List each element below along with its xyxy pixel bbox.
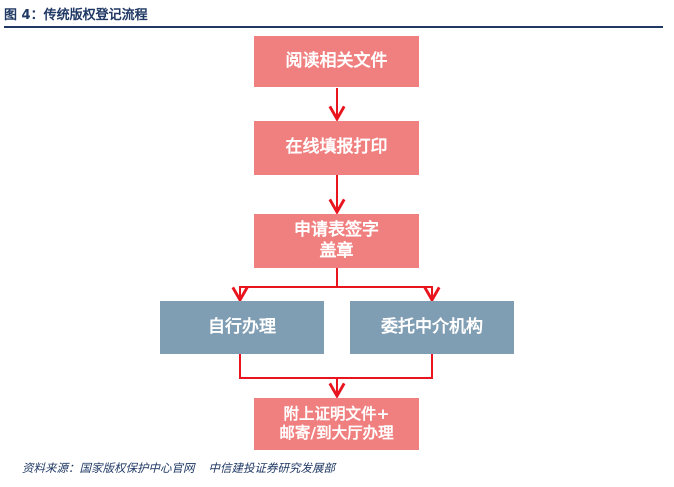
branch-self-handle-label: 自行办理 [208,316,276,337]
step-fill-online: 在线填报打印 [254,121,419,175]
branch-self-handle: 自行办理 [160,301,324,354]
step-sign-and-seal-label-line1: 申请表签字 [294,219,379,240]
figure-title: 图 4：传统版权登记流程 [4,8,148,23]
step-fill-online-label: 在线填报打印 [285,137,388,158]
branch-split-line-right [337,286,441,303]
step-submit-documents: 附上证明文件+ 邮寄/到大厅办理 [254,398,419,450]
branch-split-line [231,268,338,303]
step-read-documents-label: 阅读相关文件 [285,50,388,71]
branch-merge-line [239,354,433,379]
branch-agency-label: 委托中介机构 [381,316,483,337]
step-sign-and-seal: 申请表签字 盖章 [254,214,419,268]
step-read-documents: 阅读相关文件 [254,36,419,87]
source-note: 资料来源：国家版权保护中心官网中信建投证券研究发展部 [22,460,335,476]
step-submit-documents-label-line2: 邮寄/到大厅办理 [279,424,394,442]
step-sign-and-seal-label-line2: 盖章 [319,241,354,261]
step-submit-documents-label-line1: 附上证明文件+ [283,404,390,423]
source-text: 资料来源：国家版权保护中心官网 [22,461,195,475]
source-organization: 中信建投证券研究发展部 [208,461,336,475]
branch-agency: 委托中介机构 [350,301,514,354]
title-rule [4,26,663,28]
